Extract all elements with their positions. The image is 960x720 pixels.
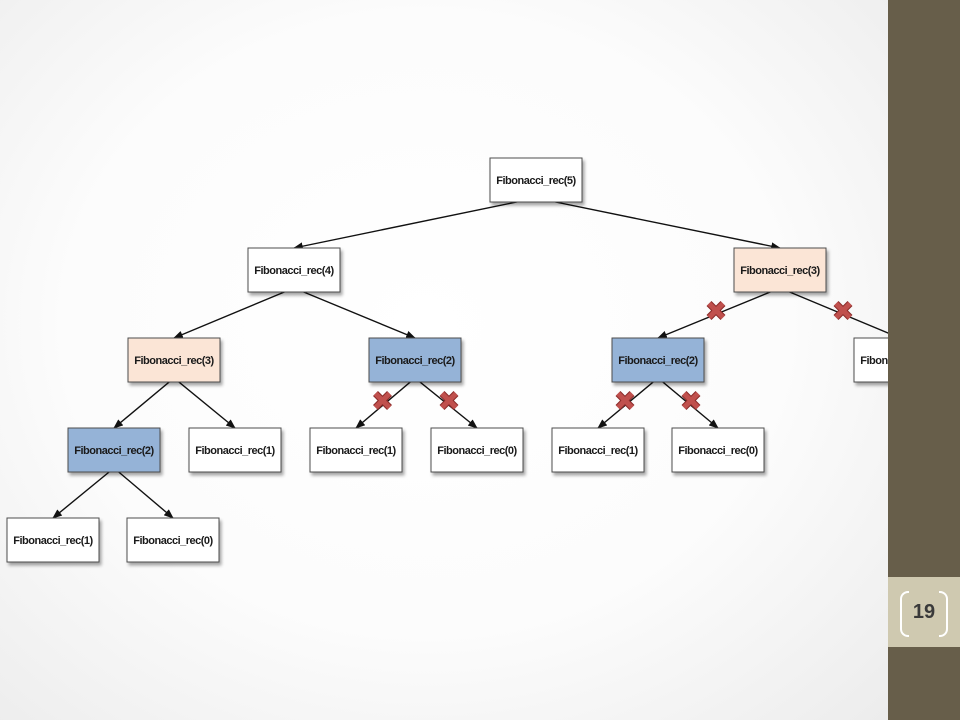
node-label: Fibonacci_rec(2): [375, 355, 455, 367]
node-box: [368, 337, 462, 383]
tree-node-n13: Fibonacci_rec(0): [671, 427, 765, 473]
node-box: [733, 247, 827, 293]
node-box: [309, 427, 403, 473]
right-brace-decoration: [939, 591, 948, 637]
tree-node-n7: Fibonacci_rec(1): [853, 337, 888, 383]
left-brace-decoration: [900, 591, 909, 637]
node-label: Fibonacci_rec(2): [618, 355, 698, 367]
node-box: [489, 157, 583, 203]
edge-arrow-n4-n8: [113, 377, 175, 429]
slide-canvas: Fibonacci_rec(5) Fibonacci_rec(4) Fibonacc…: [0, 0, 888, 720]
tree-node-n12: Fibonacci_rec(1): [551, 427, 645, 473]
nodes-layer: Fibonacci_rec(5) Fibonacci_rec(4) Fibonacc…: [6, 157, 888, 563]
page-number-panel: 19: [888, 577, 960, 647]
node-label: Fibonacci_rec(1): [558, 445, 638, 457]
node-label: Fibonacci_rec(0): [133, 535, 213, 547]
node-box: [127, 337, 221, 383]
tree-node-n10: Fibonacci_rec(1): [309, 427, 403, 473]
node-label: Fibonacci_rec(1): [13, 535, 93, 547]
tree-node-n11: Fibonacci_rec(0): [430, 427, 524, 473]
edge-arrow-n2-n5: [293, 287, 416, 339]
edge-arrow-n8-n14: [52, 467, 115, 519]
node-box: [430, 427, 524, 473]
tree-node-n5: Fibonacci_rec(2): [368, 337, 462, 383]
edge-arrow-n2-n4: [173, 287, 295, 339]
node-box: [247, 247, 341, 293]
tree-node-n1: Fibonacci_rec(5): [489, 157, 583, 203]
node-label: Fibonacci_rec(0): [437, 445, 517, 457]
tree-node-n2: Fibonacci_rec(4): [247, 247, 341, 293]
node-box: [551, 427, 645, 473]
pruned-marks-layer: [373, 301, 853, 410]
tree-node-n15: Fibonacci_rec(0): [126, 517, 220, 563]
tree-node-n3: Fibonacci_rec(3): [733, 247, 827, 293]
node-box: [126, 517, 220, 563]
node-box: [853, 337, 888, 383]
tree-node-n14: Fibonacci_rec(1): [6, 517, 100, 563]
edge-arrow-n8-n15: [113, 467, 174, 519]
pruned-cross-mark: [373, 391, 392, 410]
node-box: [67, 427, 161, 473]
node-label: Fibonacci_rec(1): [195, 445, 275, 457]
tree-node-n9: Fibonacci_rec(1): [188, 427, 282, 473]
node-label: Fibonacci_rec(2): [74, 445, 154, 457]
node-label: Fibonacci_rec(1): [316, 445, 396, 457]
edge-arrow-n1-n3: [535, 197, 781, 251]
page-number: 19: [912, 601, 936, 623]
tree-node-n6: Fibonacci_rec(2): [611, 337, 705, 383]
tree-node-n4: Fibonacci_rec(3): [127, 337, 221, 383]
node-box: [6, 517, 100, 563]
node-label: Fibonacci_rec(1): [860, 355, 888, 367]
pruned-cross-mark: [833, 301, 853, 320]
tree-node-n8: Fibonacci_rec(2): [67, 427, 161, 473]
recursion-tree-diagram: Fibonacci_rec(5) Fibonacci_rec(4) Fibonacc…: [6, 157, 888, 563]
node-box: [188, 427, 282, 473]
edge-arrow-n3-n7: [779, 287, 888, 334]
edge-arrow-n1-n2: [293, 197, 537, 251]
pruned-cross-mark: [706, 301, 726, 320]
pruned-cross-mark: [439, 391, 459, 410]
node-label: Fibonacci_rec(3): [134, 355, 214, 367]
pruned-cross-mark: [615, 391, 635, 410]
node-label: Fibonacci_rec(3): [740, 265, 820, 277]
node-label: Fibonacci_rec(0): [678, 445, 758, 457]
pruned-cross-mark: [681, 391, 701, 410]
node-box: [611, 337, 705, 383]
node-box: [671, 427, 765, 473]
node-label: Fibonacci_rec(5): [496, 175, 576, 187]
edge-arrow-n4-n9: [173, 377, 236, 429]
node-label: Fibonacci_rec(4): [254, 265, 334, 277]
